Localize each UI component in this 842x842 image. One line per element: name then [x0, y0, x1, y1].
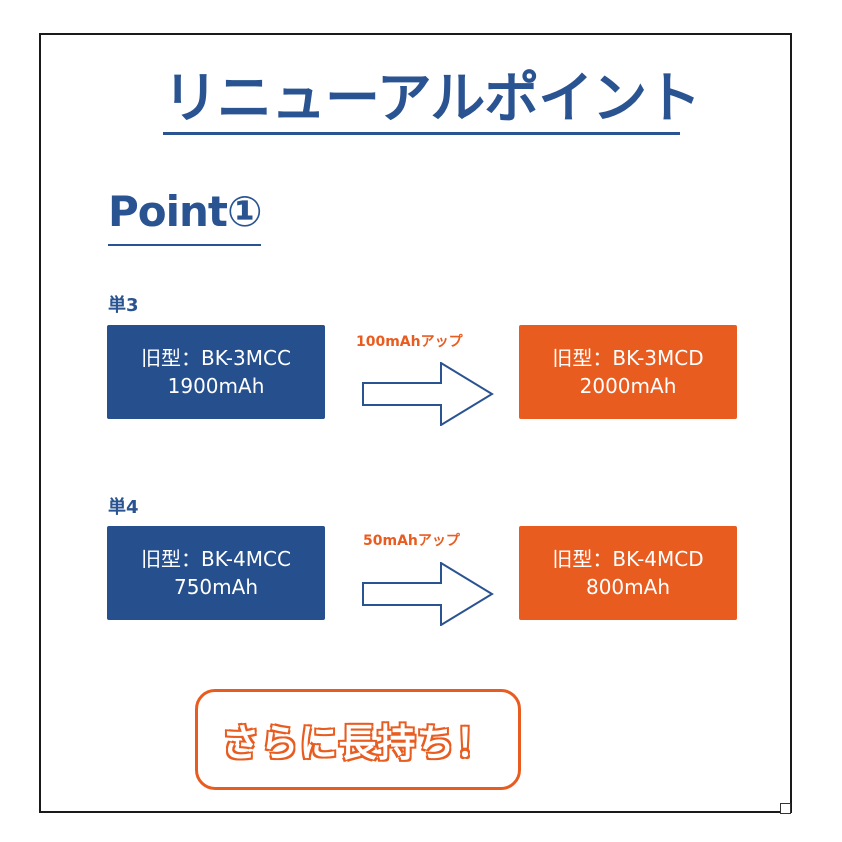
new-model-name: 旧型：BK-3MCD [552, 346, 704, 370]
old-model-box-aa: 旧型：BK-3MCC 1900mAh [107, 325, 325, 419]
old-model-name: 旧型：BK-4MCC [141, 547, 291, 571]
banner-text: さらに長持ち！ [220, 720, 495, 766]
upgrade-label-aaa: 50mAhアップ [363, 533, 460, 549]
title-underline [163, 132, 680, 135]
new-model-box-aaa: 旧型：BK-4MCD 800mAh [519, 526, 737, 620]
right-arrow-icon [362, 362, 494, 426]
old-model-box-aaa: 旧型：BK-4MCC 750mAh [107, 526, 325, 620]
page-title: リニューアルポイント [163, 66, 701, 130]
section-label-aa: 単3 [108, 295, 139, 316]
new-model-box-aa: 旧型：BK-3MCD 2000mAh [519, 325, 737, 419]
old-model-capacity: 1900mAh [167, 374, 265, 398]
new-model-capacity: 800mAh [585, 575, 670, 599]
longer-lasting-banner: さらに長持ち！ [195, 689, 521, 790]
point-underline [108, 244, 261, 246]
section-label-aaa: 単4 [108, 497, 139, 518]
content-frame [39, 33, 792, 813]
new-model-name: 旧型：BK-4MCD [552, 547, 704, 571]
old-model-name: 旧型：BK-3MCC [141, 346, 291, 370]
point-heading: Point① [108, 187, 263, 236]
resize-handle [780, 803, 791, 814]
old-model-capacity: 750mAh [173, 575, 258, 599]
new-model-capacity: 2000mAh [579, 374, 677, 398]
upgrade-label-aa: 100mAhアップ [356, 334, 463, 350]
right-arrow-icon [362, 562, 494, 626]
